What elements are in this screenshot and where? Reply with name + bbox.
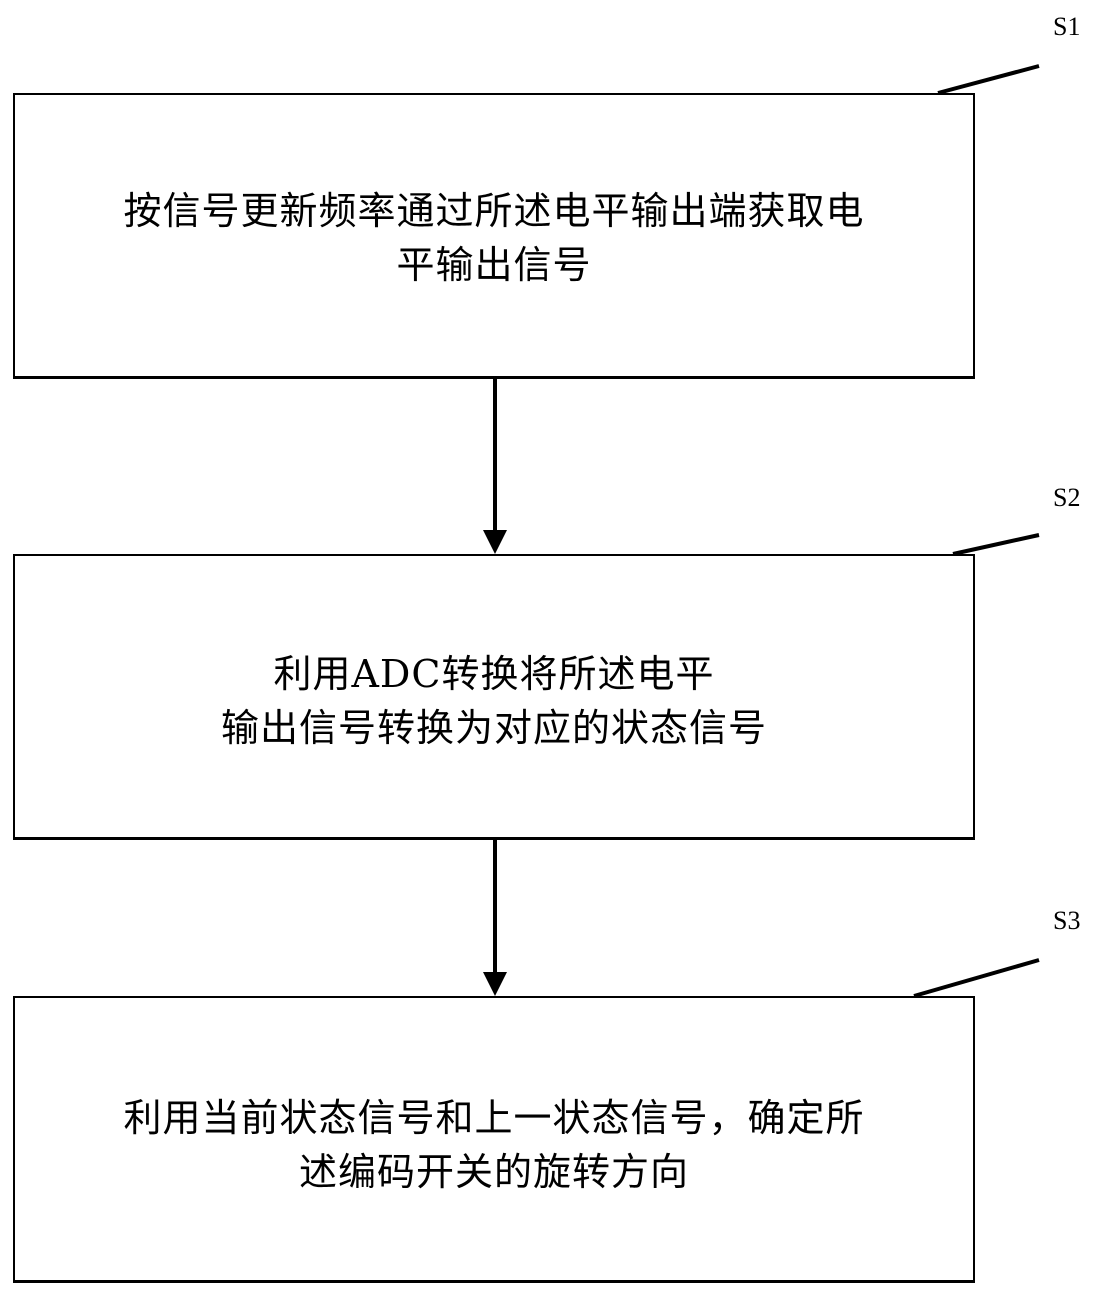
leader-line-s1	[937, 64, 1040, 95]
step-text-line: 利用ADC转换将所述电平	[273, 651, 715, 696]
step-text-line: 利用当前状态信号和上一状态信号，确定所	[123, 1096, 865, 1140]
leader-line-s3	[913, 958, 1040, 998]
leader-line-s2	[952, 533, 1040, 556]
step-box-s2: 利用ADC转换将所述电平 输出信号转换为对应的状态信号	[13, 554, 975, 840]
arrow-s1-s2-head	[483, 530, 507, 554]
step-label-s3: S3	[1053, 906, 1081, 935]
step-label-s2: S2	[1053, 483, 1081, 512]
arrow-s2-s3-head	[483, 972, 507, 996]
step-text-line: 按信号更新频率通过所述电平输出端获取电	[123, 188, 865, 233]
step-label-s1: S1	[1053, 12, 1081, 41]
step-text-line: 述编码开关的旋转方向	[298, 1150, 689, 1194]
step-box-s3: 利用当前状态信号和上一状态信号，确定所 述编码开关的旋转方向	[13, 996, 975, 1283]
step-text-line: 平输出信号	[396, 242, 592, 287]
step-text-s2: 利用ADC转换将所述电平 输出信号转换为对应的状态信号	[221, 639, 767, 755]
step-text-s3: 利用当前状态信号和上一状态信号，确定所 述编码开关的旋转方向	[123, 1079, 864, 1199]
step-text-s1: 按信号更新频率通过所述电平输出端获取电 平输出信号	[123, 180, 864, 292]
step-box-s1: 按信号更新频率通过所述电平输出端获取电 平输出信号	[13, 93, 975, 379]
step-text-line: 输出信号转换为对应的状态信号	[220, 705, 767, 750]
